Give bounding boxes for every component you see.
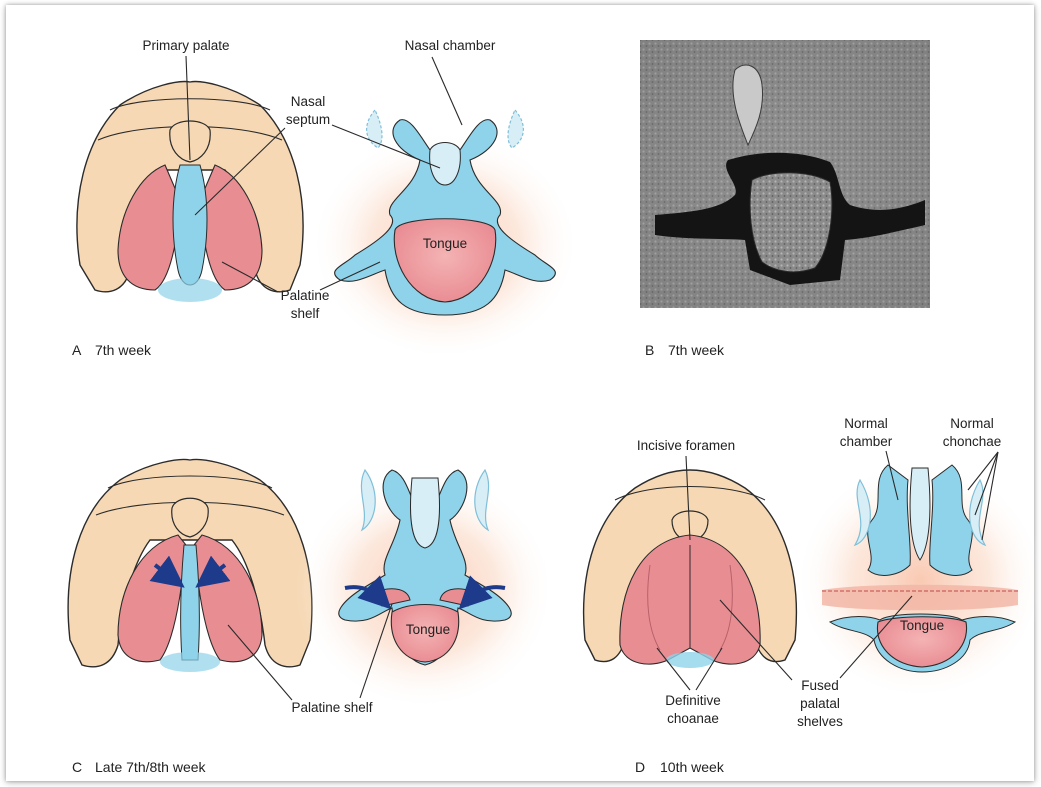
panel-d-coronal-view (795, 460, 1041, 700)
label-palatine-shelf-2: shelf (291, 306, 320, 321)
panel-a-caption: 7th week (95, 342, 152, 358)
label-palatine-shelf-1: Palatine (281, 288, 330, 303)
label-tongue-a: Tongue (423, 236, 467, 251)
leader-nasal-chamber (432, 57, 462, 125)
label-definitive-choanae-1: Definitive (665, 693, 721, 708)
panel-d-choanae-shape (666, 652, 714, 668)
panel-c-caption: Late 7th/8th week (95, 759, 207, 775)
panel-d-caption: 10th week (660, 759, 725, 775)
panel-d-letter: D (635, 759, 645, 775)
panel-a-right-concha (508, 110, 523, 148)
panel-c-septum (181, 545, 200, 660)
panel-c-septum-base (160, 652, 220, 672)
panel-a-coronal-view (310, 110, 580, 360)
label-nasal-septum-2: septum (286, 112, 330, 127)
panel-c-palate-view (68, 460, 312, 672)
panel-d-fused-shelves (822, 585, 1018, 611)
label-fused-palatal-1: Fused (801, 678, 839, 693)
label-nasal-chamber: Nasal chamber (405, 38, 496, 53)
panel-a-palate-view (77, 82, 303, 302)
label-tongue-d: Tongue (900, 618, 944, 633)
panel-b-tongue (750, 173, 832, 272)
label-incisive-foramen: Incisive foramen (637, 438, 735, 453)
panel-b-sem-image: B 7th week (640, 40, 930, 358)
label-normal-chonchae-2: chonchae (943, 434, 1002, 449)
panel-b-caption: 7th week (668, 342, 725, 358)
panel-c-letter: C (72, 759, 82, 775)
label-nasal-septum-1: Nasal (291, 94, 326, 109)
label-fused-palatal-3: shelves (797, 714, 843, 729)
label-tongue-c: Tongue (406, 622, 450, 637)
label-primary-palate: Primary palate (142, 38, 229, 53)
label-normal-chamber-2: chamber (840, 434, 893, 449)
label-palatine-shelf-c: Palatine shelf (291, 700, 372, 715)
label-normal-chamber-1: Normal (844, 416, 888, 431)
panel-d-palate-view (584, 470, 797, 668)
panel-a-nasal-septum-shape (173, 165, 207, 285)
panel-a-septum-base (158, 278, 222, 302)
label-definitive-choanae-2: choanae (667, 711, 719, 726)
panel-a-letter: A (72, 342, 82, 358)
panel-c-coronal-view (295, 470, 555, 710)
label-normal-chonchae-1: Normal (950, 416, 994, 431)
label-fused-palatal-2: palatal (800, 696, 840, 711)
panel-c-septum-coronal (411, 478, 440, 548)
panel-b-letter: B (645, 342, 654, 358)
